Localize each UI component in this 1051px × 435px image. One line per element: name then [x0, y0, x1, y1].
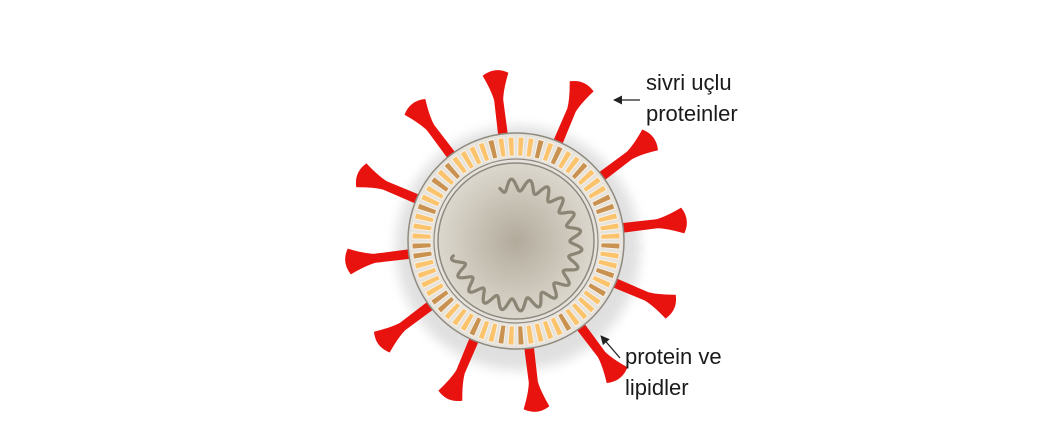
membrane-segment [591, 193, 612, 208]
spike-protein [566, 309, 628, 383]
membrane-segment [412, 222, 433, 232]
membrane-segment [570, 301, 589, 321]
membrane-segment [556, 149, 573, 171]
spike-label-line-2: proteinler [646, 101, 738, 126]
membrane-segment [525, 137, 535, 158]
membrane-segment [563, 155, 582, 175]
membrane-segment [599, 222, 620, 232]
membrane-segment [597, 212, 619, 224]
spike-protein [522, 329, 550, 412]
membrane-segment [497, 324, 507, 345]
membrane-segment [570, 161, 589, 181]
spike-protein [355, 163, 436, 211]
membrane-segment [487, 138, 499, 160]
membrane-segment [430, 288, 450, 307]
spike-protein [404, 99, 466, 173]
membrane-segment [413, 212, 435, 224]
membrane-segment [424, 184, 446, 201]
spike-protein [546, 80, 594, 161]
spike-protein [345, 247, 428, 275]
membrane-segment [443, 161, 462, 181]
membrane-segment [477, 319, 491, 341]
membrane-segment [459, 149, 476, 171]
membrane-segment [597, 258, 619, 270]
spike-protein [482, 70, 510, 153]
membrane-segment [586, 184, 608, 201]
membrane-segment [450, 307, 469, 327]
membrane-segment [556, 311, 573, 333]
membrane-segment [591, 274, 612, 289]
membrane-segments [411, 136, 621, 346]
membrane-segment [507, 136, 515, 157]
membrane-segment [468, 316, 483, 337]
membrane-segment [541, 319, 555, 341]
membrane-segment [549, 145, 564, 166]
membrane-segment [430, 175, 450, 194]
membrane-segment [549, 316, 564, 337]
membrane-segment [533, 138, 545, 160]
membrane-segment [411, 232, 432, 240]
membrane-segment [576, 168, 596, 187]
rna-strand [449, 177, 584, 313]
membrane-segment [525, 324, 535, 345]
membrane-segment [436, 168, 456, 187]
spike-proteins [345, 70, 687, 412]
membrane-segment [582, 175, 602, 194]
membrane-segment [600, 232, 621, 240]
membrane-segment [586, 281, 608, 298]
membrane-segment [416, 202, 438, 216]
membrane-segment [412, 250, 433, 260]
membrane-segment [477, 141, 491, 163]
membrane-segment [413, 258, 435, 270]
membrane-segment [541, 141, 555, 163]
virus-core [437, 162, 595, 320]
spike-protein [596, 271, 677, 319]
membrane-segment [459, 311, 476, 333]
spike-protein [438, 321, 486, 402]
spike-protein [374, 291, 448, 353]
membrane-segment [599, 250, 620, 260]
membrane-segment [450, 155, 469, 175]
membrane-segment [563, 307, 582, 327]
membrane-segment [487, 322, 499, 344]
membrane-segment [416, 266, 438, 280]
membrane-segment [594, 266, 616, 280]
membrane-segment [436, 295, 456, 314]
membrane-segment [594, 202, 616, 216]
membrane-segment [517, 325, 525, 346]
membrane-segment [411, 242, 432, 250]
membrane-segment [507, 325, 515, 346]
membrane-segment [533, 322, 545, 344]
membrane-segment [576, 295, 596, 314]
membrane-segment [517, 136, 525, 157]
membrane-segment [443, 301, 462, 321]
membrane-segment [582, 288, 602, 307]
membrane-segment [600, 242, 621, 250]
membrane-segment [420, 193, 441, 208]
spike-label: sivri uçlu proteinler [646, 70, 738, 126]
membrane-segment [468, 145, 483, 166]
membrane-label-line-2: lipidler [625, 375, 689, 400]
spike-protein [604, 207, 687, 235]
spike-protein [584, 129, 658, 191]
membrane-label: protein ve lipidler [625, 344, 722, 400]
membrane-segment [424, 281, 446, 298]
spike-label-line-1: sivri uçlu [646, 70, 732, 95]
membrane-segment [420, 274, 441, 289]
membrane-label-line-1: protein ve [625, 344, 722, 369]
inner-ring-line [433, 158, 599, 324]
membrane-label-arrow [600, 335, 621, 359]
membrane-segment [497, 137, 507, 158]
